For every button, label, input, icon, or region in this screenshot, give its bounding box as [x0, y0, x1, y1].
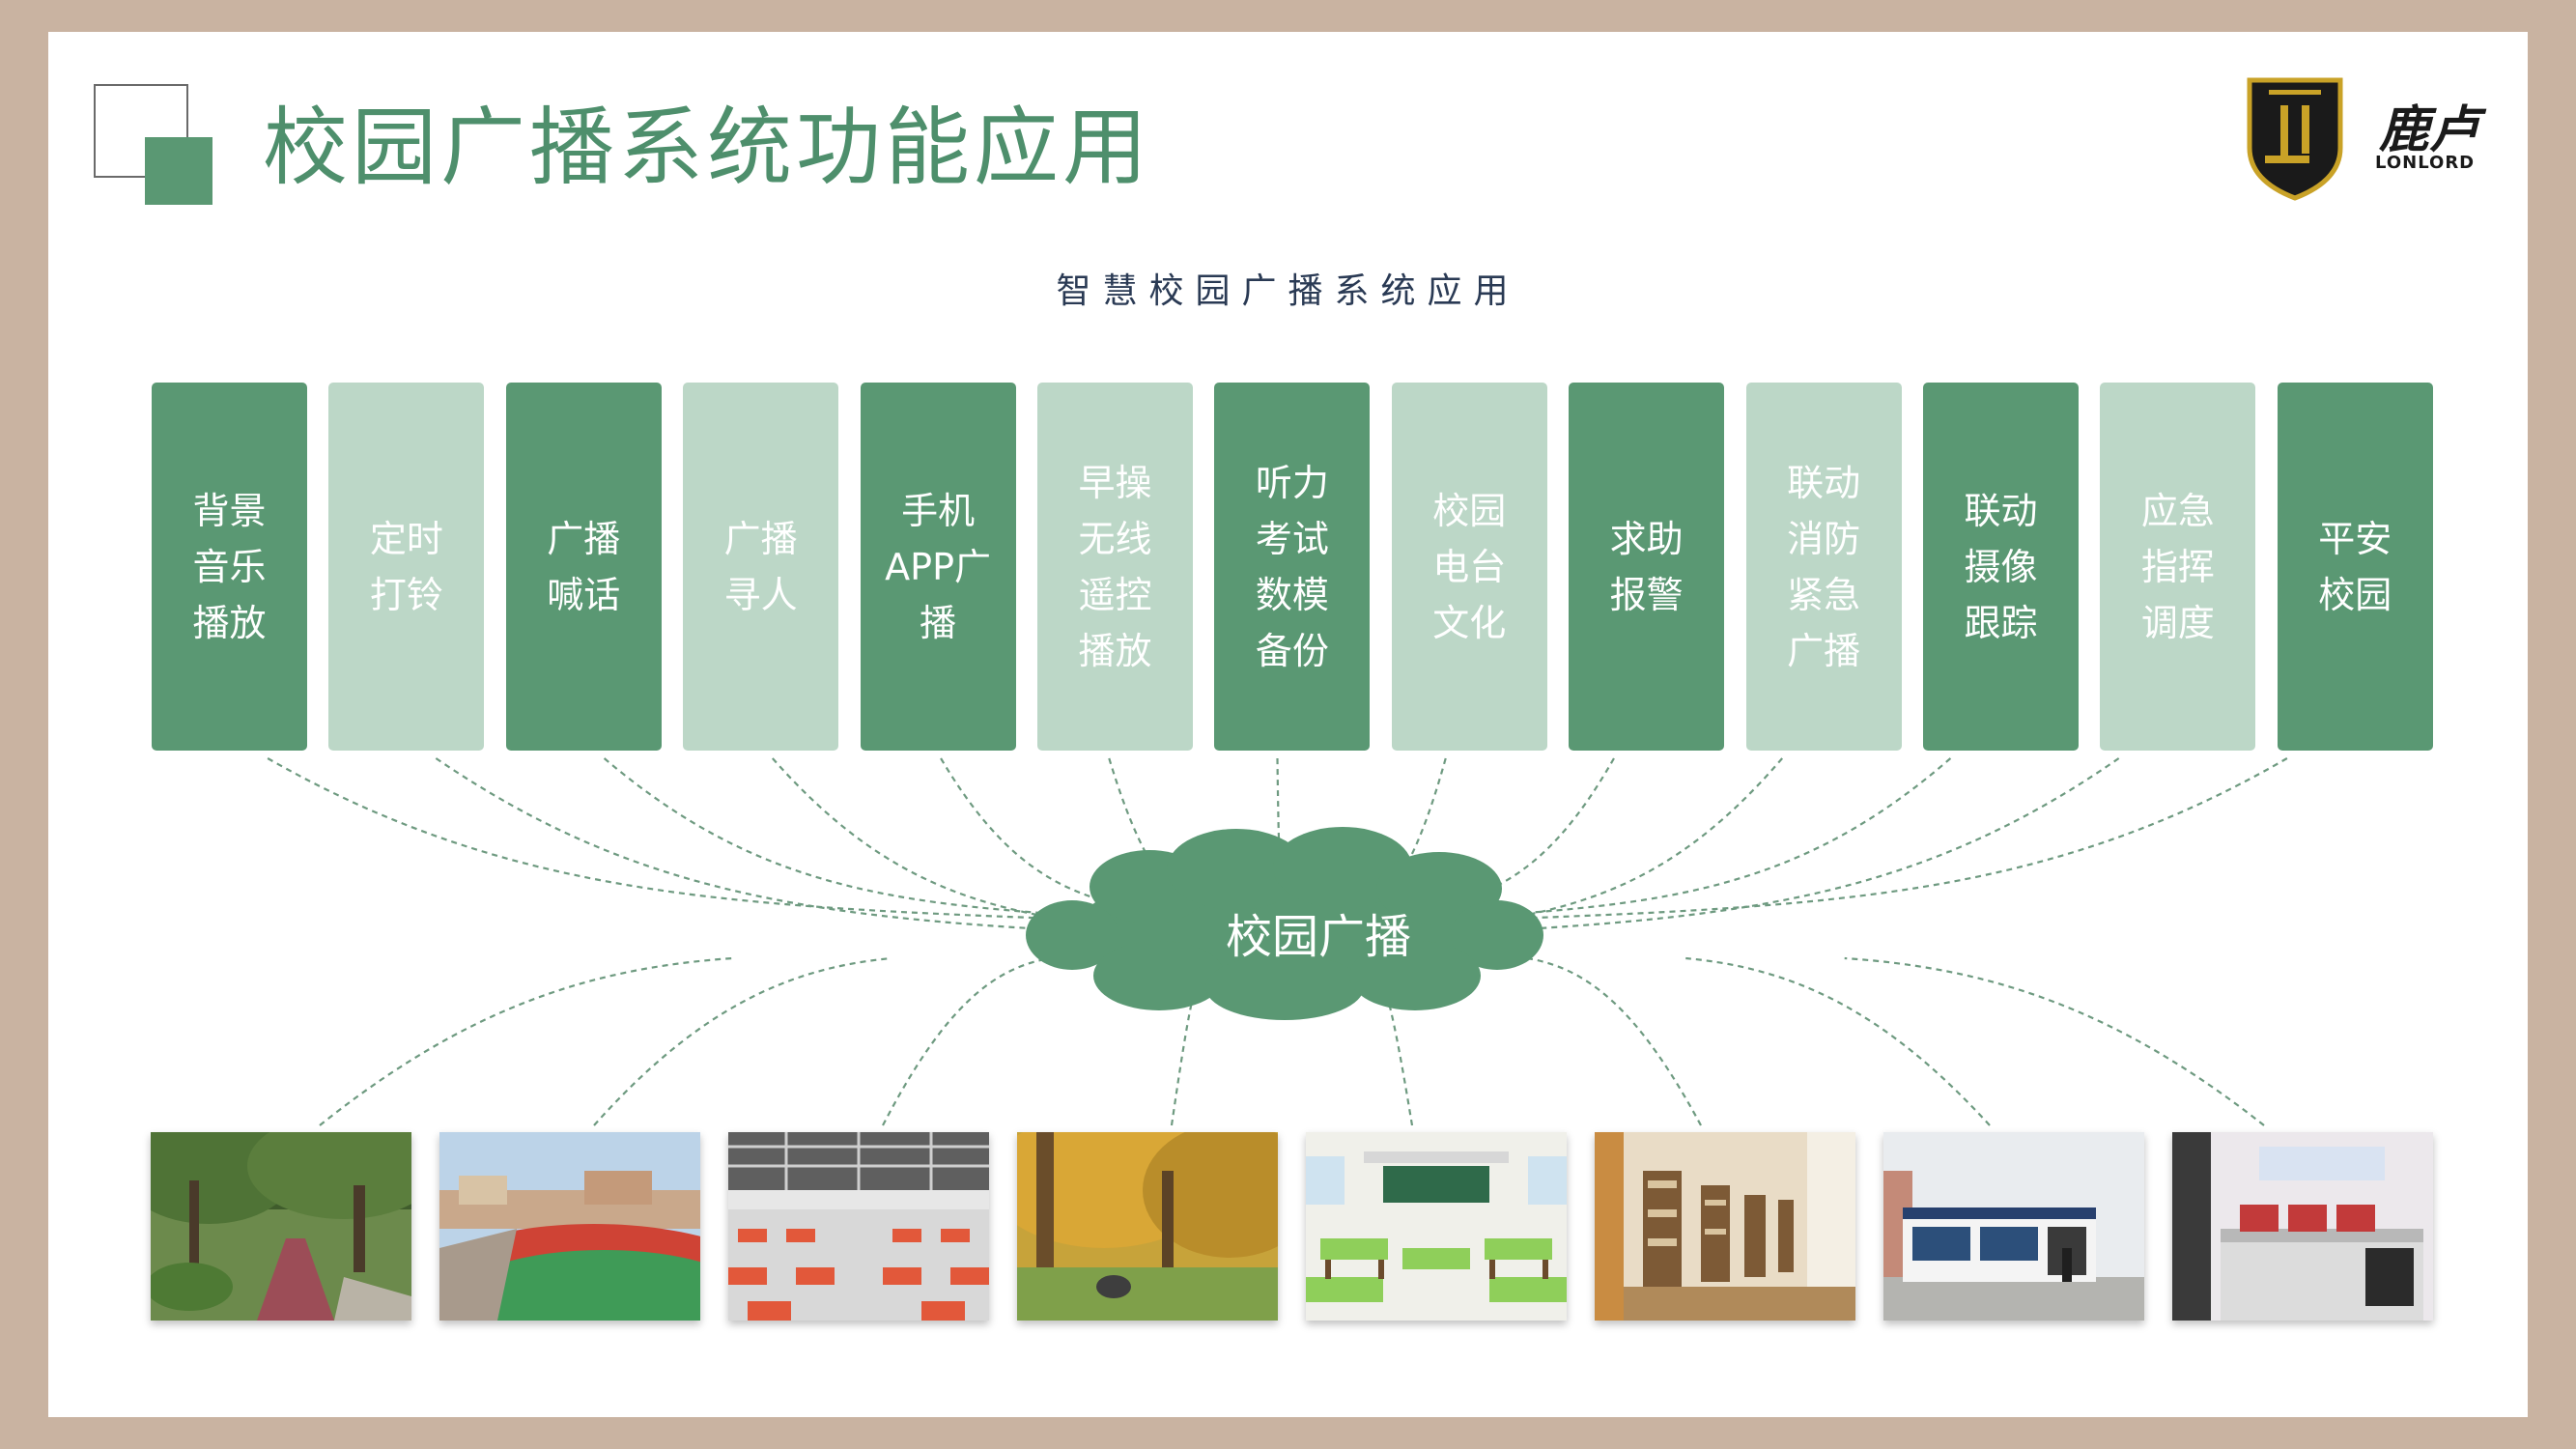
scene-photo-cafeteria-hall — [728, 1132, 989, 1321]
scene-photo-security-guard-booth — [1883, 1132, 2144, 1321]
shield-icon — [2247, 77, 2343, 201]
function-box-5: 手机 APP广 播 — [860, 383, 1016, 751]
scene-photo-broadcast-control-room — [2172, 1132, 2433, 1321]
logo-mark — [2269, 90, 2321, 95]
scene-photo-autumn-lawn-reading — [1017, 1132, 1278, 1321]
brand-name-cn: 鹿卢 — [2379, 100, 2480, 159]
connector-line — [319, 956, 733, 1126]
photo-illustration — [2172, 1132, 2433, 1321]
logo-mark — [2280, 105, 2288, 161]
photo-illustration — [151, 1132, 411, 1321]
function-box-2: 定时 打铃 — [328, 383, 485, 751]
lonlord-logo — [2247, 77, 2343, 201]
hub-label: 校园广播 — [1225, 910, 1411, 964]
lower-connectors — [319, 956, 2265, 1126]
hub-cloud — [1026, 827, 1543, 1020]
frame-corner — [2491, 32, 2528, 69]
diagram-subtitle: 智慧校园广播系统应用 — [1056, 271, 1520, 311]
function-box-13: 平安 校园 — [2277, 383, 2433, 751]
photo-illustration — [1017, 1132, 1278, 1321]
photo-illustration — [439, 1132, 700, 1321]
frame-corner — [2491, 1380, 2528, 1417]
connector-line — [593, 956, 892, 1126]
function-box-6: 早操 无线 遥控 播放 — [1037, 383, 1193, 751]
brand-name-en: LONLORD — [2375, 153, 2476, 173]
title-decoration-square — [145, 137, 212, 205]
scene-photo-library-bookshelves — [1595, 1132, 1855, 1321]
frame-corner — [48, 32, 85, 69]
connector-line — [1526, 956, 1702, 1126]
function-box-1: 背景 音乐 播放 — [152, 383, 307, 751]
photo-illustration — [1595, 1132, 1855, 1321]
function-box-8: 校园 电台 文化 — [1391, 383, 1547, 751]
function-box-12: 应急 指挥 调度 — [2100, 383, 2256, 751]
page-title: 校园广播系统功能应用 — [263, 98, 1152, 197]
connector-line — [1409, 757, 2120, 937]
connector-line — [267, 757, 1138, 923]
photo-illustration — [728, 1132, 989, 1321]
logo-mark — [2302, 105, 2309, 154]
function-box-3: 广播 喊话 — [505, 383, 662, 751]
connector-line — [1434, 757, 2288, 923]
scene-photo-tree-lined-campus-path — [151, 1132, 411, 1321]
function-box-11: 联动 摄像 跟踪 — [1923, 383, 2079, 751]
connector-line — [882, 956, 1051, 1126]
connector-line — [1685, 956, 1991, 1126]
logo-mark — [2265, 156, 2309, 163]
photo-illustration — [1306, 1132, 1567, 1321]
function-box-10: 联动 消防 紧急 广播 — [1745, 383, 1902, 751]
function-box-7: 听力 考试 数模 备份 — [1214, 383, 1371, 751]
function-box-9: 求助 报警 — [1569, 383, 1725, 751]
photo-illustration — [1883, 1132, 2144, 1321]
function-box-4: 广播 寻人 — [683, 383, 839, 751]
frame-corner — [48, 1380, 85, 1417]
scene-photo-running-track-stadium — [439, 1132, 700, 1321]
scene-photo-classroom — [1306, 1132, 1567, 1321]
connector-line — [1360, 757, 1784, 937]
